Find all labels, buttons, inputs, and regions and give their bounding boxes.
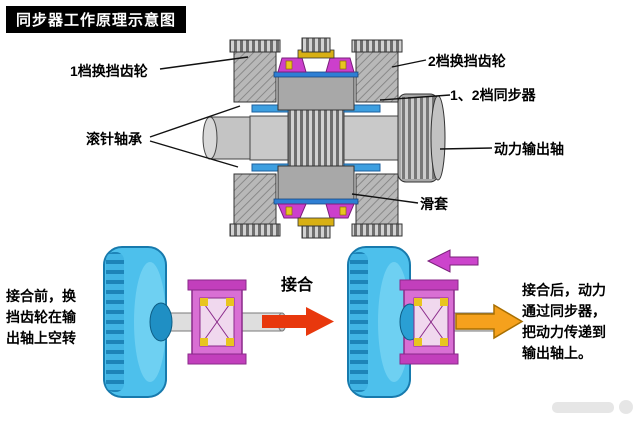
synchro-sleeve: [187, 279, 247, 365]
page-title: 同步器工作原理示意图: [6, 6, 187, 33]
output-shaft: [397, 93, 446, 183]
input-shaft: [202, 116, 256, 160]
engage-arrow: [262, 307, 334, 336]
needle-bearings: [251, 104, 381, 172]
label-needle-bearing: 滚针轴承: [86, 131, 142, 147]
before-engagement-text: 接合前，换挡齿轮在输出轴上空转: [6, 288, 76, 346]
synchro-sleeve-engaged: [399, 279, 459, 365]
power-arrow: [455, 303, 524, 340]
after-engagement-text: 接合后，动力通过同步器，把动力传递到输出轴上。: [522, 282, 606, 361]
leader-lines: [149, 56, 493, 204]
label-sliding-sleeve: 滑套: [420, 196, 448, 212]
central-shaft: [249, 109, 401, 167]
blue-gear: [103, 246, 173, 398]
main-diagram: [149, 37, 493, 239]
label-second-gear: 2档换挡齿轮: [428, 53, 506, 69]
sleeve-move-arrow: [426, 249, 479, 273]
watermark: [552, 400, 633, 414]
label-output-shaft: 动力输出轴: [494, 141, 564, 157]
engage-label: 接合: [281, 277, 314, 294]
second-gear: [351, 39, 403, 237]
before-diagram: [103, 246, 287, 398]
after-diagram: [347, 246, 524, 398]
synchronizer-hub: [273, 37, 359, 239]
label-synchronizer: 1、2档同步器: [450, 87, 536, 103]
label-first-gear: 1档换挡齿轮: [70, 63, 148, 79]
first-gear: [229, 39, 281, 237]
blue-gear: [347, 246, 411, 398]
